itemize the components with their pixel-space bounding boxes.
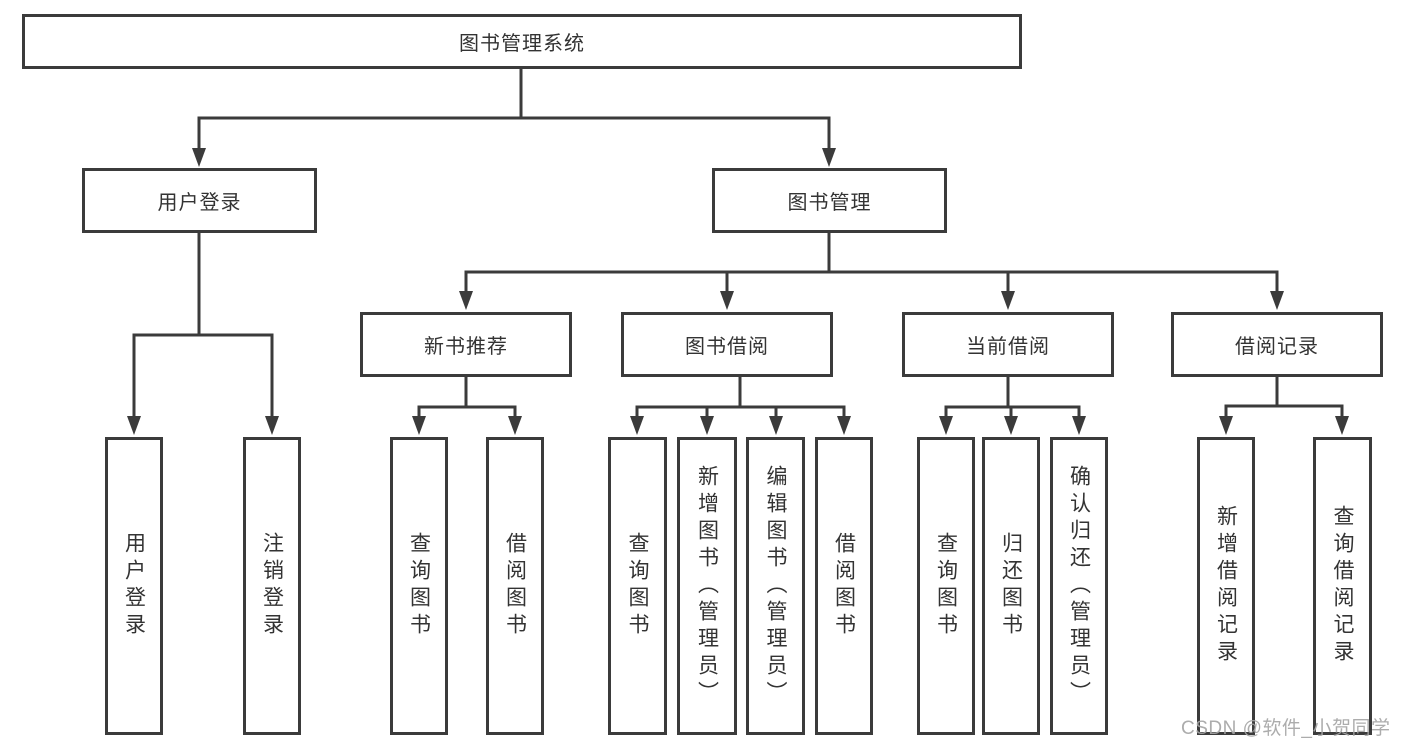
- leaf-query-book-borrow: 查询图书: [608, 437, 667, 735]
- leaf-logout: 注销登录: [243, 437, 301, 735]
- node-current-borrow: 当前借阅: [902, 312, 1114, 377]
- leaf-edit-book-admin: 编辑图书（管理员）: [746, 437, 805, 735]
- arrowhead: [700, 416, 714, 435]
- node-new-book-recommend: 新书推荐: [360, 312, 572, 377]
- arrowhead: [508, 416, 522, 435]
- leaf-query-book-recommend: 查询图书: [390, 437, 448, 735]
- arrowhead: [459, 291, 473, 310]
- arrowhead: [1001, 291, 1015, 310]
- arrowhead: [769, 416, 783, 435]
- leaf-query-book-current: 查询图书: [917, 437, 975, 735]
- arrowhead: [412, 416, 426, 435]
- node-book-management: 图书管理: [712, 168, 947, 233]
- leaf-user-login: 用户登录: [105, 437, 163, 735]
- arrowhead: [1072, 416, 1086, 435]
- leaf-return-book: 归还图书: [982, 437, 1040, 735]
- csdn-watermark: CSDN @软件_小贺同学: [1181, 718, 1391, 739]
- arrowhead: [192, 148, 206, 167]
- arrowhead: [630, 416, 644, 435]
- arrowhead: [1219, 416, 1233, 435]
- arrowhead: [1270, 291, 1284, 310]
- leaf-add-book-admin: 新增图书（管理员）: [677, 437, 737, 735]
- connector-path: [132, 67, 1344, 419]
- arrowhead: [1335, 416, 1349, 435]
- node-borrow-records: 借阅记录: [1171, 312, 1383, 377]
- leaf-borrow-book: 借阅图书: [815, 437, 873, 735]
- arrowhead: [822, 148, 836, 167]
- arrowhead: [837, 416, 851, 435]
- arrowhead: [1004, 416, 1018, 435]
- node-book-borrow: 图书借阅: [621, 312, 833, 377]
- leaf-query-borrow-record: 查询借阅记录: [1313, 437, 1372, 735]
- arrowhead: [127, 416, 141, 435]
- arrowhead: [720, 291, 734, 310]
- leaf-add-borrow-record: 新增借阅记录: [1197, 437, 1255, 735]
- leaf-borrow-book-recommend: 借阅图书: [486, 437, 544, 735]
- node-user-login: 用户登录: [82, 168, 317, 233]
- node-root-system: 图书管理系统: [22, 14, 1022, 69]
- arrowhead: [265, 416, 279, 435]
- arrowhead: [939, 416, 953, 435]
- arrowheads: [127, 148, 1349, 435]
- leaf-confirm-return-admin: 确认归还（管理员）: [1050, 437, 1108, 735]
